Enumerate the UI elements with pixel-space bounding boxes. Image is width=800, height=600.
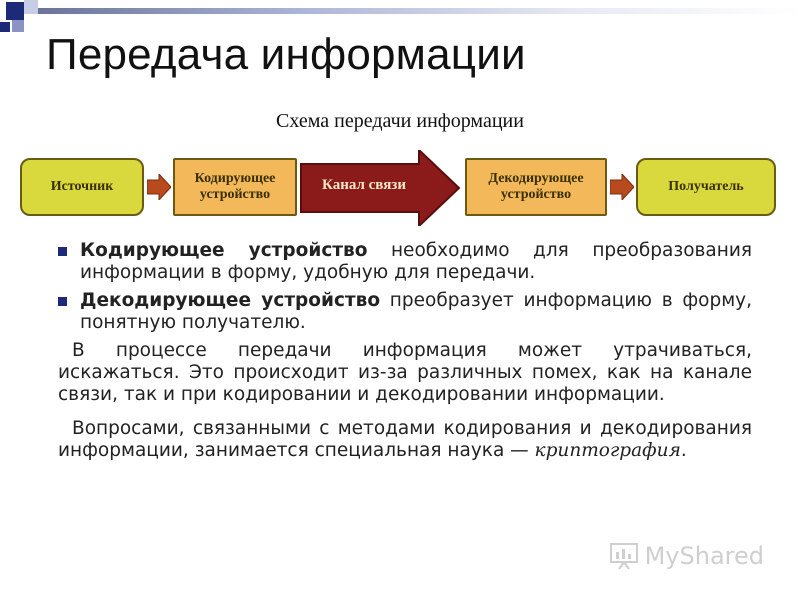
encoder-label: Кодирующее устройство [194,171,276,202]
encoder-box: Кодирующее устройство [173,158,297,216]
deco-square-mid [12,20,24,32]
paragraph-noise: В процессе передачи информация может утр… [58,340,752,405]
cryptography-term: криптография [534,440,681,461]
transmission-diagram: Источник Кодирующее устройство Канал свя… [0,150,800,230]
square-bullet-icon [58,247,67,256]
presentation-icon [609,543,638,570]
square-bullet-icon [58,297,67,306]
receiver-box: Получатель [636,158,776,216]
bullet-term: Кодирующее устройство [80,240,368,261]
paragraph-cryptography: Вопросами, связанными с методами кодиров… [58,418,752,462]
watermark-text: MyShared [644,542,764,570]
deco-square-light [24,0,38,14]
slide-title: Передача информации [46,30,526,79]
source-label: Источник [50,179,114,194]
source-box: Источник [20,158,144,216]
decoder-label: Декодирующее устройство [488,171,584,202]
bullet-text: необходимо для преобразования информации… [80,240,753,283]
slide-body: Кодирующее устройство необходимо для пре… [58,240,752,462]
paragraph-lead: Вопросами, связанными с методами кодиров… [58,418,752,461]
paragraph-end: . [680,440,687,461]
deco-gradient-bar [38,8,800,14]
header-decoration [0,0,800,40]
bullet-term: Декодирующее устройство [80,290,381,311]
schema-title: Схема передачи информации [276,110,524,132]
bullet-item-encoder: Кодирующее устройство необходимо для пре… [58,240,752,284]
deco-square-dark-2 [0,22,10,32]
channel-arrow [300,150,461,226]
channel-label: Канал связи [322,177,406,193]
deco-square-dark [6,2,24,20]
bullet-item-decoder: Декодирующее устройство преобразует инфо… [58,290,752,334]
arrow-right-icon [147,174,171,200]
watermark: MyShared [609,542,764,570]
receiver-label: Получатель [668,179,744,194]
bullet-text: преобразует информацию в форму, понятную… [80,290,752,333]
arrow-right-icon [610,174,634,200]
decoder-box: Декодирующее устройство [465,158,607,216]
